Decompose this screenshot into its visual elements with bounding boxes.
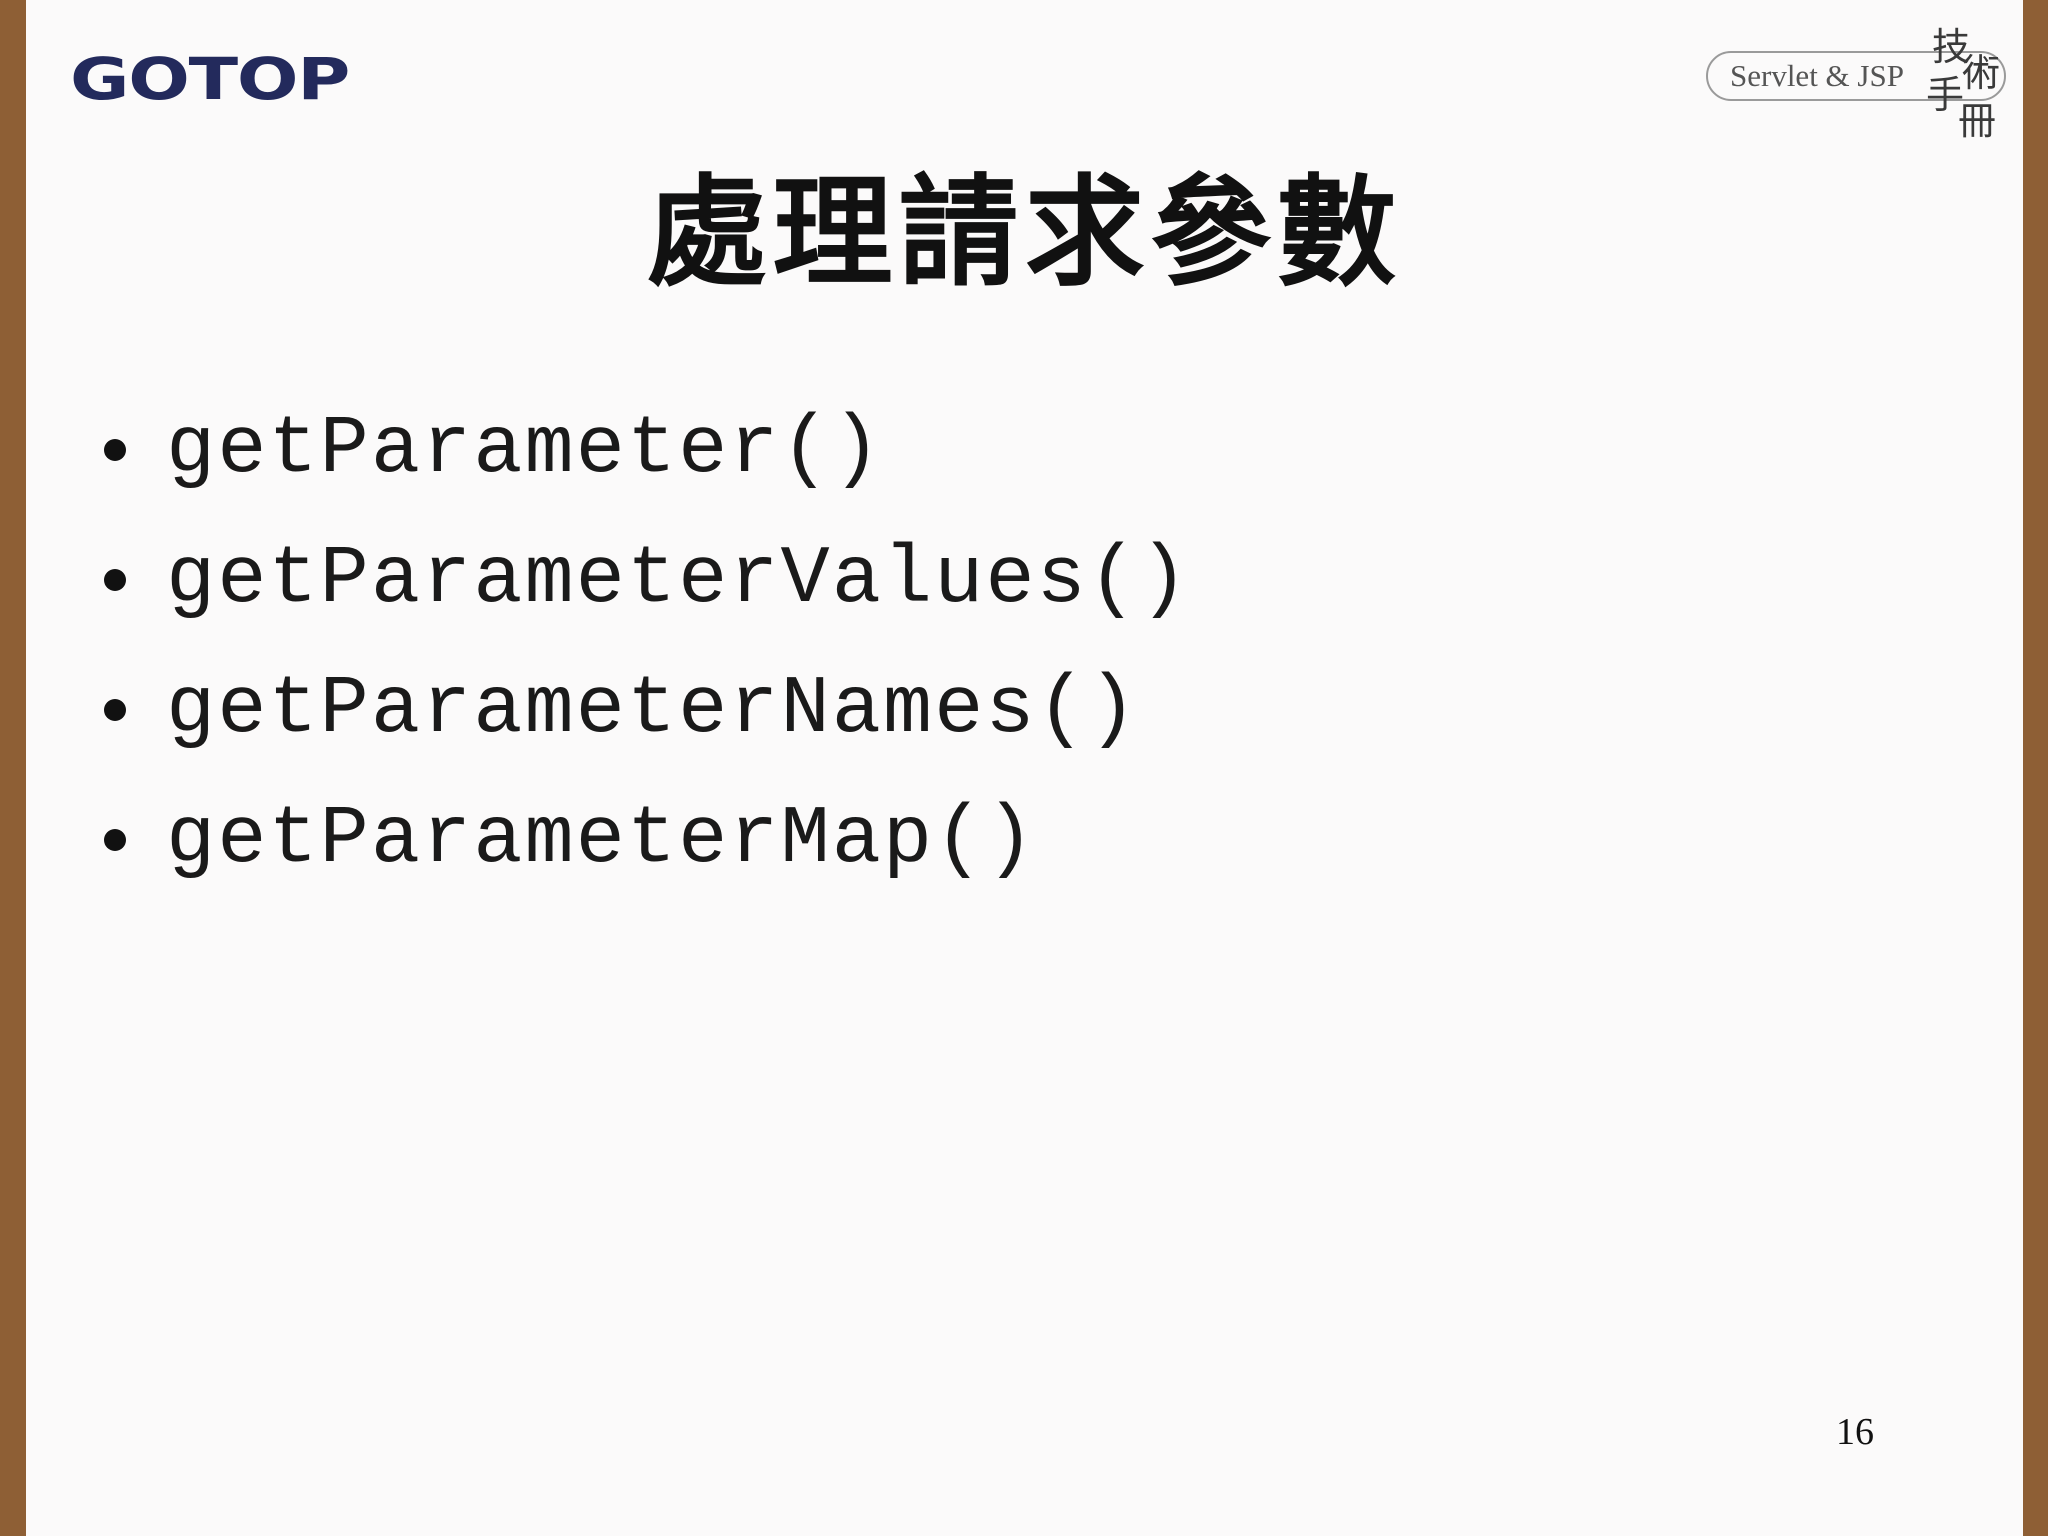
- bullet-icon: [104, 699, 126, 721]
- badge-series-label: Servlet & JSP: [1730, 58, 1904, 93]
- calligraphy-char: 冊: [1958, 99, 1997, 143]
- list-item: getParameterValues(): [104, 515, 1190, 645]
- badge-outline: [1706, 51, 2006, 101]
- method-list: getParameter() getParameterValues() getP…: [104, 385, 1190, 905]
- list-item: getParameterMap(): [104, 775, 1190, 905]
- gotop-logo: GOTOP: [70, 45, 350, 113]
- list-item: getParameterNames(): [104, 645, 1190, 775]
- book-series-badge: Servlet & JSP 技 術 手 冊: [1706, 24, 2016, 144]
- method-name: getParameter(): [166, 403, 883, 496]
- page-number: 16: [1836, 1411, 1874, 1453]
- slide-title: 處理請求參數: [646, 164, 1403, 303]
- bullet-icon: [104, 569, 126, 591]
- calligraphy-char: 手: [1926, 73, 1965, 117]
- method-name: getParameterNames(): [166, 663, 1139, 756]
- method-name: getParameterMap(): [166, 793, 1037, 886]
- calligraphy-logo: 技 術 手 冊: [1920, 24, 2004, 144]
- list-item: getParameter(): [104, 385, 1190, 515]
- left-frame-border: [0, 0, 26, 1536]
- calligraphy-char: 技: [1932, 25, 1971, 69]
- method-name: getParameterValues(): [166, 533, 1191, 626]
- slide: GOTOP Servlet & JSP 技 術 手 冊 處理請求參數 getPa…: [26, 0, 2023, 1536]
- right-frame-border: [2023, 0, 2048, 1536]
- bullet-icon: [104, 829, 126, 851]
- calligraphy-char: 術: [1962, 51, 2001, 95]
- bullet-icon: [104, 439, 126, 461]
